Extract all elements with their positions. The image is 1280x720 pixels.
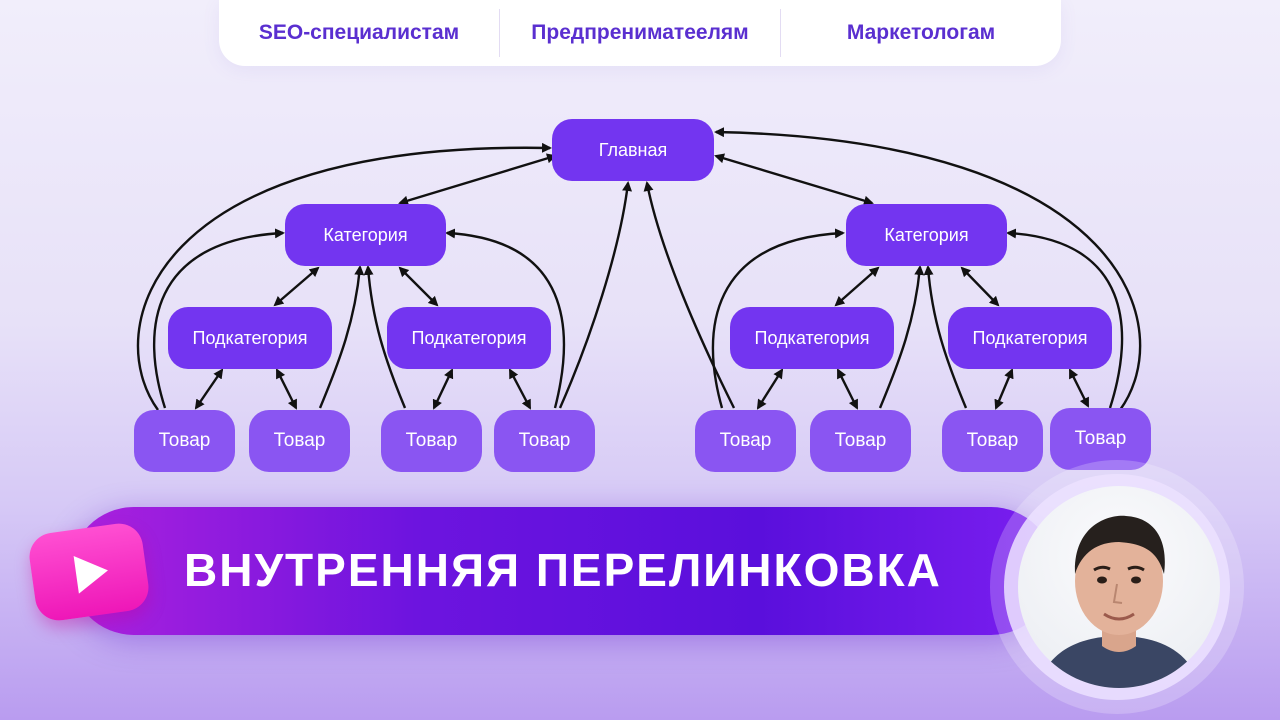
link-item1-main	[136, 142, 552, 411]
node-item-1: Товар	[134, 410, 235, 472]
node-item-8: Товар	[1050, 408, 1151, 470]
presenter-avatar	[1018, 486, 1220, 688]
link-main-cat-right	[714, 153, 874, 206]
node-subcategory-2: Подкатегория	[387, 307, 551, 369]
link-sub3-item5	[756, 368, 784, 410]
node-subcategory-4: Подкатегория	[948, 307, 1112, 369]
link-item6-cat-right	[878, 265, 925, 409]
link-cat-right-sub3	[834, 266, 880, 307]
node-subcategory-1: Подкатегория	[168, 307, 332, 369]
node-category-right: Категория	[846, 204, 1007, 266]
link-item4-main	[558, 181, 633, 409]
link-item8-cat-right	[1006, 228, 1124, 409]
link-item4-cat-left	[445, 228, 566, 409]
link-sub3-item6	[836, 368, 859, 410]
link-main-cat-left	[398, 153, 557, 206]
link-cat-left-sub1	[273, 266, 320, 307]
link-item5-cat-right	[711, 228, 845, 409]
link-item8-main	[714, 127, 1142, 411]
nav-seo-specialists[interactable]: SEO-специалистам	[219, 9, 500, 57]
nav-entrepreneurs[interactable]: Предпрениматеелям	[500, 9, 781, 57]
node-category-left: Категория	[285, 204, 446, 266]
node-item-5: Товар	[695, 410, 796, 472]
nav-marketers[interactable]: Маркетологам	[846, 21, 996, 44]
node-item-4: Товар	[494, 410, 595, 472]
video-badge	[26, 520, 152, 624]
node-item-3: Товар	[381, 410, 482, 472]
node-item-6: Товар	[810, 410, 911, 472]
play-icon	[73, 551, 111, 594]
banner-title: ВНУТРЕННЯЯ ПЕРЕЛИНКОВКА	[184, 544, 942, 596]
link-cat-right-sub4	[960, 266, 1000, 307]
title-banner	[70, 507, 1055, 635]
linking-diagram	[136, 127, 1142, 411]
link-sub2-item3	[432, 368, 454, 410]
link-sub4-item7	[994, 368, 1014, 410]
link-sub1-item1	[194, 368, 224, 410]
link-item1-cat-left	[152, 228, 285, 409]
top-navigation: SEO-специалистам Предпрениматеелям Марке…	[219, 0, 1061, 66]
link-cat-left-sub2	[398, 266, 439, 307]
node-main: Главная	[552, 119, 714, 181]
presenter-photo	[1038, 515, 1200, 688]
node-subcategory-3: Подкатегория	[730, 307, 894, 369]
link-item2-cat-left	[318, 265, 365, 409]
link-sub1-item2	[275, 368, 298, 410]
link-item5-main	[643, 181, 736, 409]
node-item-7: Товар	[942, 410, 1043, 472]
link-sub4-item8	[1068, 368, 1090, 408]
link-item7-cat-right	[923, 265, 968, 409]
node-item-2: Товар	[249, 410, 350, 472]
link-sub2-item4	[508, 368, 532, 410]
link-item3-cat-left	[363, 265, 407, 409]
